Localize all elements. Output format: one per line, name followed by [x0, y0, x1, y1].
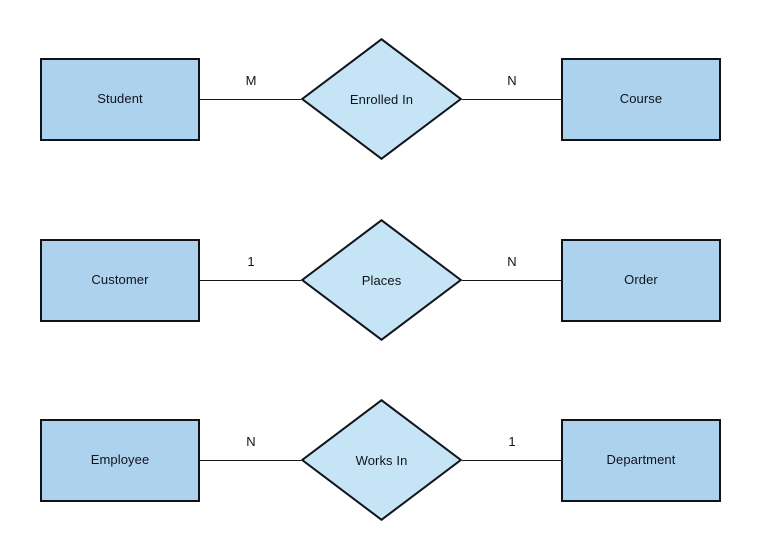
- cardinality-label-right: N: [507, 73, 517, 88]
- cardinality-label-left: 1: [247, 254, 255, 269]
- entity-node-left[interactable]: Student: [40, 58, 200, 141]
- diamond-icon: [301, 399, 462, 521]
- cardinality-label-left: N: [246, 434, 256, 449]
- diamond-icon: [301, 219, 462, 341]
- er-relationship-row: Customer 1 Places N Order: [0, 219, 761, 359]
- connector-line-right: [462, 460, 561, 461]
- er-relationship-row: Employee N Works In 1 Department: [0, 399, 761, 539]
- entity-node-right[interactable]: Order: [561, 239, 721, 322]
- er-relationship-row: Student M Enrolled In N Course: [0, 38, 761, 178]
- connector-line-right: [462, 280, 561, 281]
- connector-line-left: [200, 460, 301, 461]
- entity-node-left[interactable]: Employee: [40, 419, 200, 502]
- relationship-node[interactable]: Enrolled In: [301, 38, 462, 160]
- entity-label: Order: [624, 272, 658, 288]
- entity-node-left[interactable]: Customer: [40, 239, 200, 322]
- connector-line-left: [200, 99, 301, 100]
- relationship-node[interactable]: Places: [301, 219, 462, 341]
- relationship-node[interactable]: Works In: [301, 399, 462, 521]
- entity-label: Student: [97, 91, 143, 107]
- cardinality-label-left: M: [245, 73, 257, 88]
- entity-node-right[interactable]: Department: [561, 419, 721, 502]
- connector-line-right: [462, 99, 561, 100]
- entity-node-right[interactable]: Course: [561, 58, 721, 141]
- entity-label: Department: [606, 452, 676, 468]
- cardinality-label-right: 1: [508, 434, 516, 449]
- diamond-icon: [301, 38, 462, 160]
- entity-label: Course: [619, 91, 663, 107]
- cardinality-label-right: N: [507, 254, 517, 269]
- entity-label: Employee: [90, 452, 150, 468]
- entity-label: Customer: [91, 272, 149, 288]
- connector-line-left: [200, 280, 301, 281]
